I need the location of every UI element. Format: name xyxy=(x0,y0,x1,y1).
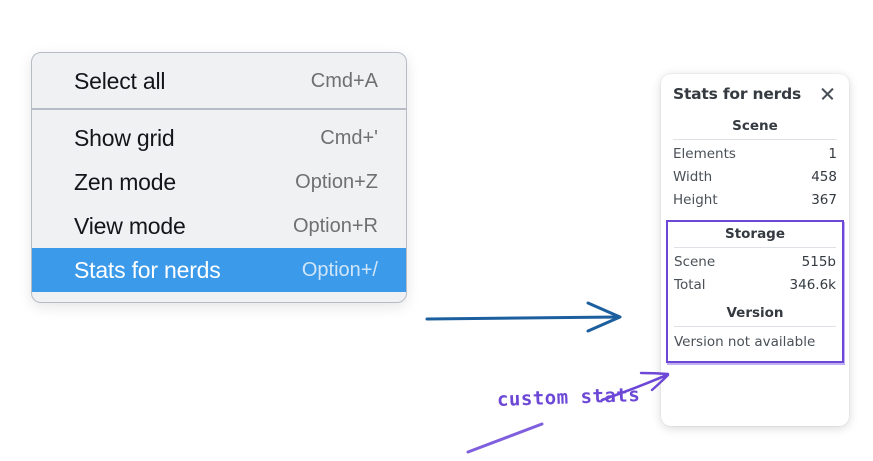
stats-for-nerds-panel: Stats for nerds Scene Elements 1 Width 4… xyxy=(661,74,849,426)
menu-item-stats-for-nerds[interactable]: Stats for nerds Option+/ xyxy=(32,248,406,292)
version-divider xyxy=(674,326,836,327)
stat-value: 1 xyxy=(828,146,837,162)
menu-item-shortcut: Option+R xyxy=(292,214,378,237)
storage-divider xyxy=(674,247,836,248)
close-icon[interactable] xyxy=(819,85,837,103)
purple-underline-stroke xyxy=(466,422,544,454)
blue-arrow-icon xyxy=(425,301,622,333)
version-section-heading: Version xyxy=(726,305,784,321)
menu-item-shortcut: Option+/ xyxy=(301,258,378,281)
storage-section-heading: Storage xyxy=(724,226,786,242)
panel-title: Stats for nerds xyxy=(673,85,802,103)
menu-item-shortcut: Cmd+' xyxy=(320,126,378,149)
stat-label: Total xyxy=(674,277,706,293)
panel-header: Stats for nerds xyxy=(673,85,837,103)
menu-item-label: Select all xyxy=(74,67,166,94)
scene-section: Scene Elements 1 Width 458 Height 367 xyxy=(673,117,837,212)
stat-label: Scene xyxy=(674,254,716,270)
menu-item-label: Show grid xyxy=(74,124,175,151)
stat-label: Height xyxy=(673,192,718,208)
scene-section-heading: Scene xyxy=(732,118,778,134)
stat-value: 367 xyxy=(811,192,837,208)
menu-item-label: View mode xyxy=(74,212,186,239)
stat-label: Elements xyxy=(673,146,736,162)
stat-label: Width xyxy=(673,169,713,185)
custom-stats-highlight-box: Storage Scene 515b Total 346.6k Version … xyxy=(666,220,844,363)
storage-section: Storage Scene 515b Total 346.6k xyxy=(674,225,836,297)
menu-separator xyxy=(32,108,406,110)
menu-item-view-mode[interactable]: View mode Option+R xyxy=(32,204,406,248)
context-menu[interactable]: Select all Cmd+A Show grid Cmd+' Zen mod… xyxy=(31,52,407,303)
stat-value: 346.6k xyxy=(789,277,836,293)
menu-item-select-all[interactable]: Select all Cmd+A xyxy=(32,59,406,103)
version-section: Version Version not available xyxy=(674,297,836,355)
handwritten-annotation-label: custom stats xyxy=(496,384,641,411)
table-row: Elements 1 xyxy=(673,143,837,166)
table-row: Width 458 xyxy=(673,166,837,189)
menu-item-shortcut: Cmd+A xyxy=(310,69,378,92)
menu-item-shortcut: Option+Z xyxy=(295,170,378,193)
stat-value: 515b xyxy=(801,254,836,270)
table-row: Total 346.6k xyxy=(674,274,836,297)
table-row: Height 367 xyxy=(673,189,837,212)
menu-item-zen-mode[interactable]: Zen mode Option+Z xyxy=(32,160,406,204)
menu-group-2: Show grid Cmd+' Zen mode Option+Z View m… xyxy=(32,116,406,292)
table-row: Scene 515b xyxy=(674,251,836,274)
menu-item-label: Zen mode xyxy=(74,168,176,195)
menu-item-show-grid[interactable]: Show grid Cmd+' xyxy=(32,116,406,160)
version-text: Version not available xyxy=(674,334,816,350)
menu-group-1: Select all Cmd+A xyxy=(32,59,406,103)
stat-value: 458 xyxy=(811,169,837,185)
menu-item-label: Stats for nerds xyxy=(74,256,221,283)
scene-divider xyxy=(673,139,837,140)
